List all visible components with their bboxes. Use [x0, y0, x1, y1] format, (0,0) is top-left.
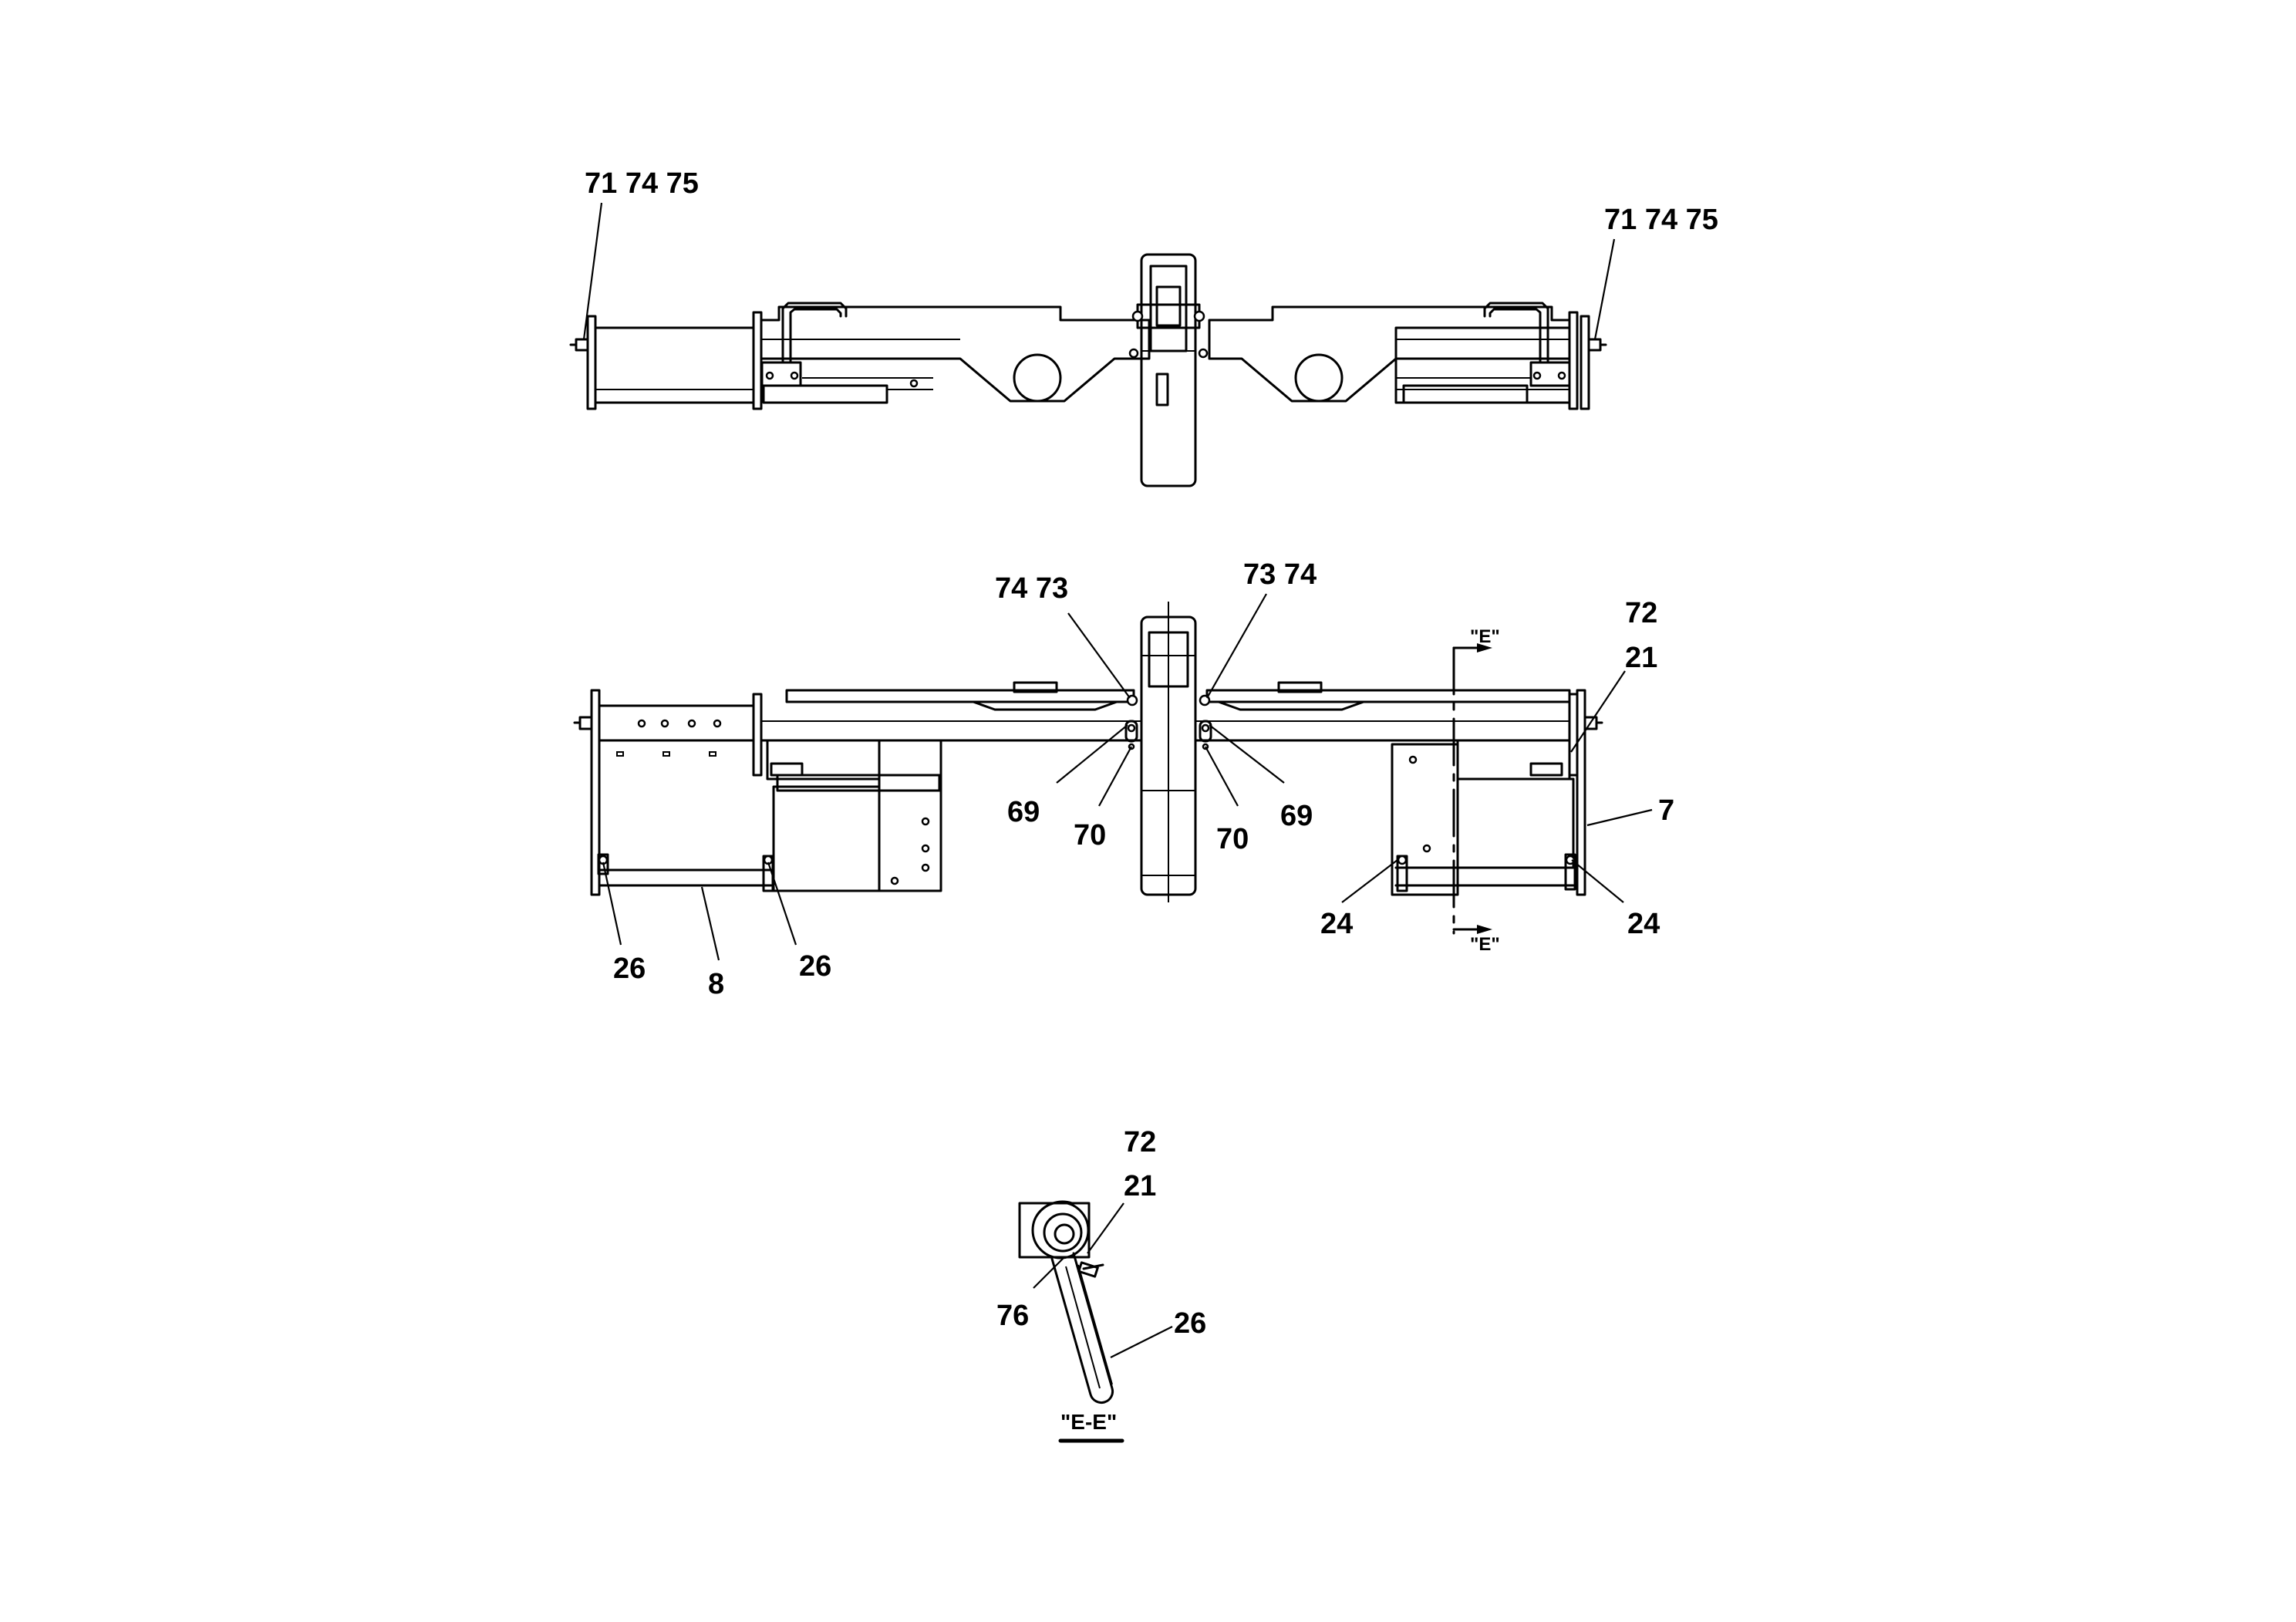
callout-8: 8 [708, 968, 724, 1000]
callout-21-section: 21 [1124, 1170, 1156, 1202]
callout-26-right: 26 [799, 950, 831, 983]
callout-72-section: 72 [1124, 1126, 1156, 1158]
side-view-assembly [573, 602, 1603, 935]
callout-69-left: 69 [1007, 796, 1040, 828]
callout-70-left: 70 [1074, 819, 1106, 851]
callout-26-section: 26 [1174, 1307, 1206, 1340]
callout-7: 7 [1658, 794, 1674, 827]
callout-69-right: 69 [1280, 800, 1313, 832]
section-mark-upper: "E" [1470, 626, 1500, 647]
callout-72-mid: 72 [1625, 597, 1657, 629]
callout-24-left: 24 [1320, 908, 1353, 940]
section-mark-lower: "E" [1470, 934, 1500, 955]
leader-lines [582, 202, 1653, 1358]
callout-74-73: 74 73 [995, 572, 1068, 605]
callout-26-left: 26 [613, 953, 646, 985]
callout-76-section: 76 [996, 1300, 1029, 1332]
callout-73-74: 73 74 [1243, 558, 1317, 591]
callout-70-right: 70 [1216, 823, 1249, 855]
callout-labels: 71 74 75 71 74 75 74 73 73 74 72 21 69 7… [585, 167, 1718, 1434]
section-e-e-detail [1018, 1200, 1124, 1443]
callout-21-mid: 21 [1625, 642, 1657, 674]
top-view-assembly [569, 253, 1607, 487]
section-title: "E-E" [1060, 1410, 1117, 1434]
callout-71-74-75-right: 71 74 75 [1604, 204, 1718, 236]
callout-71-74-75-left: 71 74 75 [585, 167, 699, 200]
callout-24-right: 24 [1627, 908, 1660, 940]
